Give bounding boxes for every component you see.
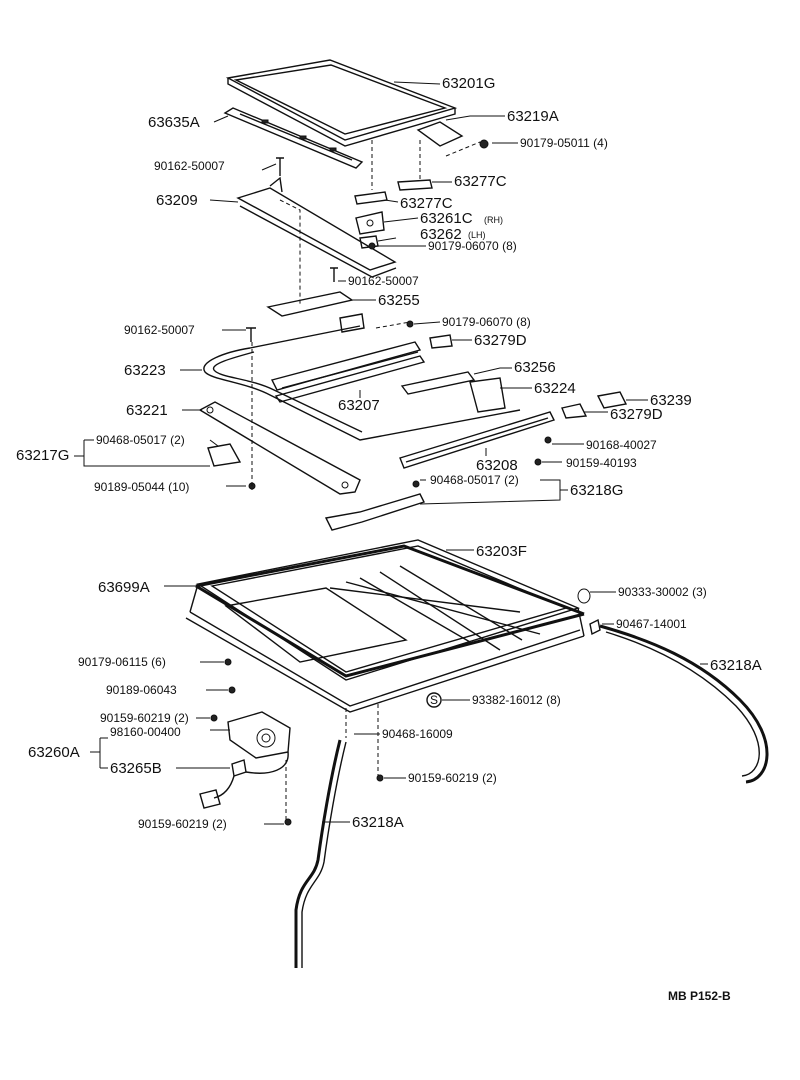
label-63217G: 63217G (16, 447, 69, 464)
sunroof-housing-frame (185, 539, 585, 713)
label-63261C: 63261C (420, 210, 473, 227)
label-63209: 63209 (156, 192, 198, 209)
sunroof-motor (227, 711, 291, 777)
label-90189-06043: 90189-06043 (106, 683, 177, 697)
label-63255: 63255 (378, 292, 420, 309)
side-bracket-right (561, 391, 628, 419)
label-63239: 63239 (650, 392, 692, 409)
frame-seal (195, 544, 585, 678)
label-63218A-front: 63218A (352, 814, 404, 831)
label-63221: 63221 (126, 402, 168, 419)
label-90179-06070-upper: 90179-06070 (8) (428, 239, 517, 253)
label-63207: 63207 (338, 397, 380, 414)
label-90162-50007-left: 90162-50007 (124, 323, 195, 337)
drain-hose-rear (599, 624, 769, 784)
label-90468-05017-left: 90468-05017 (2) (96, 433, 185, 447)
label-63261C-side: (RH) (484, 215, 503, 225)
guide-rail-right (400, 371, 506, 413)
screw (246, 139, 489, 342)
label-90179-05011: 90179-05011 (4) (520, 136, 608, 150)
label-63277C-upper: 63277C (454, 173, 507, 190)
label-63265B: 63265B (110, 760, 162, 777)
glass-bracket (354, 179, 433, 249)
label-90159-60219-left: 90159-60219 (2) (100, 711, 189, 725)
label-90333-30002: 90333-30002 (3) (618, 585, 707, 599)
label-63219A: 63219A (507, 108, 559, 125)
label-63256: 63256 (514, 359, 556, 376)
label-93382-16012: 93382-16012 (8) (472, 693, 561, 707)
label-63262-side: (LH) (468, 230, 486, 240)
label-90189-05044: 90189-05044 (10) (94, 480, 189, 494)
part-labels: 63201G 63635A 63219A 90179-05011 (4) 901… (16, 75, 762, 1003)
label-90179-06070-lower: 90179-06070 (8) (442, 315, 531, 329)
clip (429, 334, 453, 349)
sunroof-glass-panel (225, 59, 458, 147)
label-63260A: 63260A (28, 744, 80, 761)
drive-cable (203, 325, 521, 441)
label-90162-50007-mid: 90162-50007 (348, 274, 419, 288)
guide-rail-left (270, 341, 426, 403)
label-90179-06115: 90179-06115 (6) (78, 655, 166, 669)
label-63262: 63262 (420, 226, 462, 243)
label-90162-50007-top: 90162-50007 (154, 159, 225, 173)
label-63203F: 63203F (476, 543, 527, 560)
motor-wiring-connector (199, 751, 289, 809)
label-63635A: 63635A (148, 114, 200, 131)
label-90159-60219-bottom: 90159-60219 (2) (138, 817, 227, 831)
side-bracket-left (198, 401, 361, 495)
bolt (210, 436, 552, 826)
label-63224: 63224 (534, 380, 576, 397)
label-63218A-rear: 63218A (710, 657, 762, 674)
drain-hose-front (294, 739, 347, 968)
label-63279D-upper: 63279D (474, 332, 527, 349)
label-90159-40193: 90159-40193 (566, 456, 637, 470)
label-63279D-lower: 63279D (610, 406, 663, 423)
label-63699A: 63699A (98, 579, 150, 596)
alignment-lines (251, 140, 481, 820)
label-90467-14001: 90467-14001 (616, 617, 687, 631)
leader-lines (74, 81, 708, 825)
label-90159-60219-mid: 90159-60219 (2) (408, 771, 497, 785)
label-90168-40027: 90168-40027 (586, 438, 657, 452)
label-63201G: 63201G (442, 75, 495, 92)
sunshade-rail (236, 176, 397, 278)
label-90468-05017-right: 90468-05017 (2) (430, 473, 519, 487)
label-63223: 63223 (124, 362, 166, 379)
guide-bracket (266, 291, 365, 333)
lower-bracket (324, 493, 425, 531)
diagram-code: MB P152-B (668, 989, 731, 1003)
glass-weatherstrip (223, 107, 464, 169)
s-mark-circle (426, 692, 442, 708)
label-63277C-lower: 63277C (400, 195, 453, 212)
grommet (577, 588, 601, 636)
label-63218G: 63218G (570, 482, 623, 499)
label-63208: 63208 (476, 457, 518, 474)
label-90468-16009: 90468-16009 (382, 727, 453, 741)
s-mark: S (430, 693, 438, 707)
guide-rail-lower (399, 411, 555, 469)
label-98160-00400: 98160-00400 (110, 725, 181, 739)
